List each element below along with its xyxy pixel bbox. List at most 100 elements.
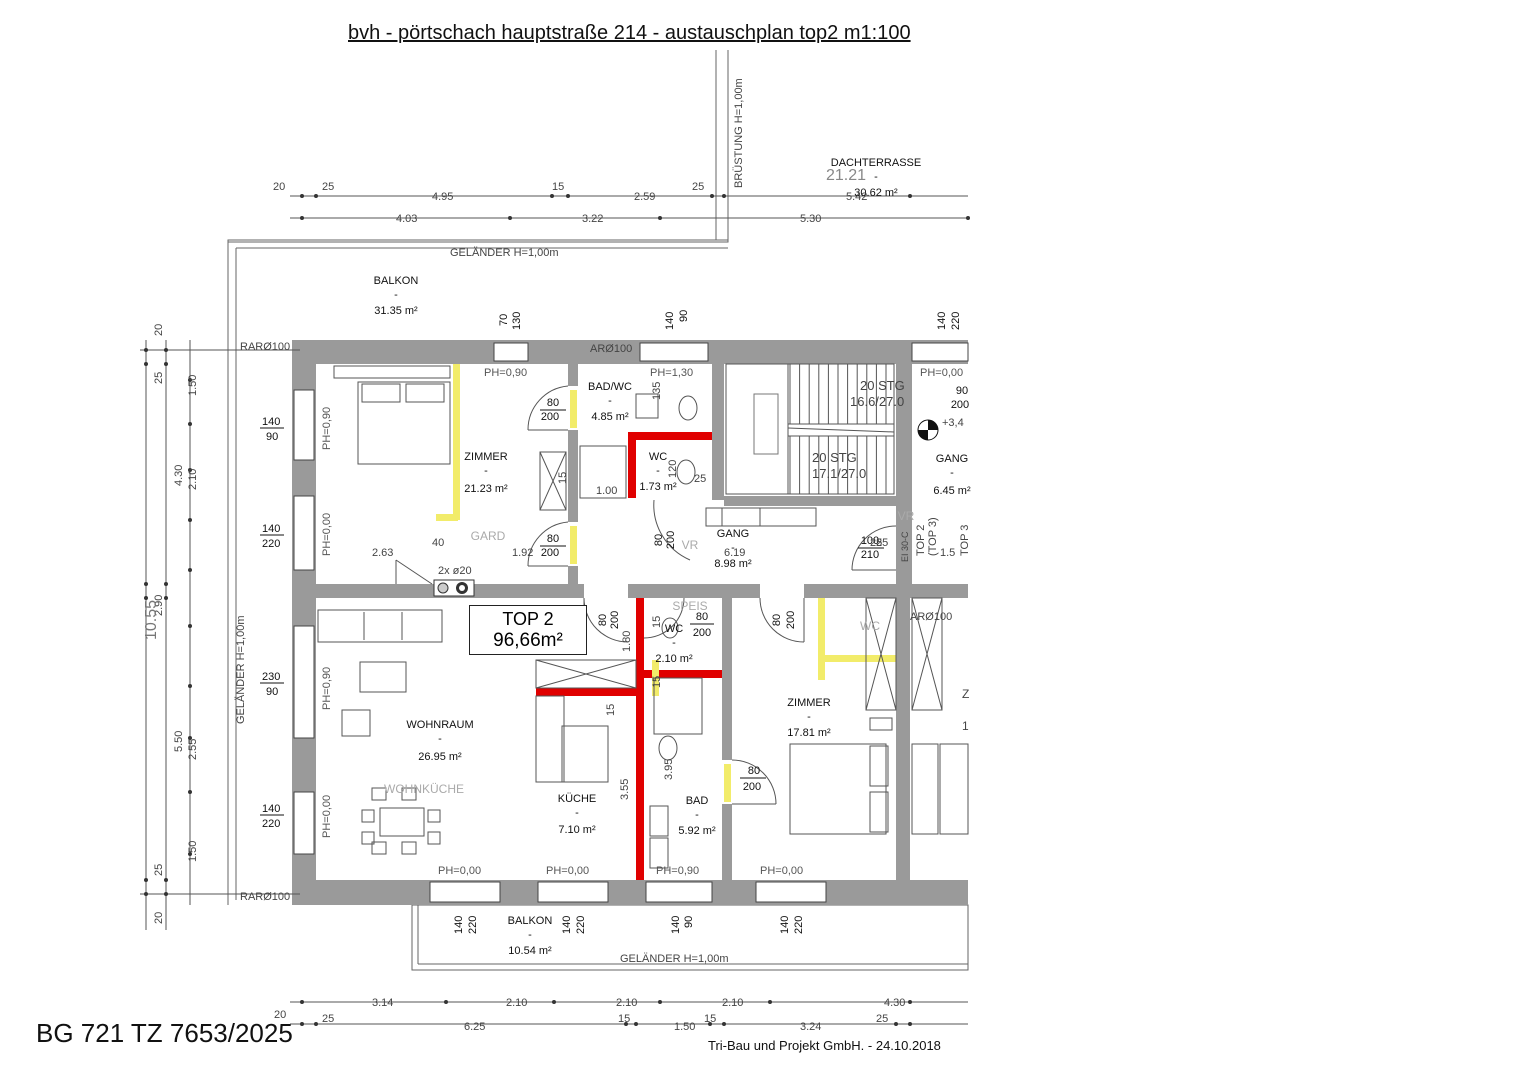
dimension-tick [188,468,192,472]
dimension-tick [658,1000,662,1004]
svg-text:WC: WC [860,619,880,633]
svg-text:RARØ100: RARØ100 [240,891,290,903]
svg-text:3.14: 3.14 [372,997,393,1009]
room-name: BAD [686,795,709,807]
svg-text:20 STG: 20 STG [860,378,905,393]
dimension-tick [768,1000,772,1004]
svg-text:25: 25 [876,1013,888,1025]
svg-text:17.81 m²: 17.81 m² [787,727,831,739]
svg-text:-: - [672,637,676,649]
svg-text:15: 15 [651,676,663,688]
svg-text:120: 120 [667,460,679,478]
svg-text:31.35 m²: 31.35 m² [374,305,418,317]
dimension-tick [908,194,912,198]
svg-text:6.19: 6.19 [724,547,745,559]
dimension-tick [164,892,168,896]
svg-text:140: 140 [664,312,676,330]
svg-text:210: 210 [861,549,879,561]
svg-text:2.90: 2.90 [153,595,165,616]
svg-text:-: - [438,733,442,745]
svg-text:15: 15 [552,181,564,193]
dimension-tick [624,1022,628,1026]
dimension-tick [300,194,304,198]
svg-text:3.24: 3.24 [800,1021,821,1033]
svg-text:140: 140 [262,416,280,428]
svg-text:PH=0,00: PH=0,00 [920,367,963,379]
svg-text:80: 80 [597,614,609,626]
svg-text:1: 1 [962,719,969,733]
svg-text:17.1/27.0: 17.1/27.0 [812,466,866,481]
svg-text:2.63: 2.63 [372,547,393,559]
svg-text:-: - [874,171,878,183]
dimension-tick [908,1022,912,1026]
svg-text:220: 220 [262,538,280,550]
svg-text:(TOP 3): (TOP 3) [927,517,939,556]
svg-text:200: 200 [609,611,621,629]
annotations: GELÄNDER H=1,00m GELÄNDER H=1,00m RARØ10… [235,78,971,965]
svg-text:90: 90 [683,916,695,928]
svg-text:16.6/27.0: 16.6/27.0 [850,394,904,409]
svg-text:25: 25 [153,372,165,384]
dimension-tick [188,736,192,740]
svg-text:140: 140 [670,916,682,934]
svg-text:RARØ100: RARØ100 [240,341,290,353]
dimension-tick [144,878,148,882]
svg-text:15: 15 [557,472,569,484]
svg-text:140: 140 [262,803,280,815]
svg-text:2.10: 2.10 [616,997,637,1009]
page-title: bvh - pörtschach hauptstraße 214 - austa… [348,22,911,44]
dimension-ticks [144,194,970,1026]
chimney [433,579,475,597]
dimension-tick [144,596,148,600]
room-name: GANG [717,528,749,540]
dimension-tick [300,1000,304,1004]
dimension-tick [444,1000,448,1004]
dimension-tick [188,684,192,688]
svg-text:26.95 m²: 26.95 m² [418,751,462,763]
svg-text:EI 30-C: EI 30-C [900,531,910,562]
svg-text:PH=1,30: PH=1,30 [650,367,693,379]
svg-text:90: 90 [266,431,278,443]
svg-text:1.00: 1.00 [596,485,617,497]
svg-text:2x ø20: 2x ø20 [438,565,472,577]
room-name: BAD/WC [588,381,632,393]
svg-text:Z: Z [962,687,969,701]
svg-text:-: - [528,929,532,941]
svg-text:21.23 m²: 21.23 m² [464,483,508,495]
svg-text:200: 200 [665,531,677,549]
svg-text:-: - [950,467,954,479]
room-name: GANG [936,453,968,465]
svg-text:20: 20 [274,1009,286,1021]
dimension-tick [314,194,318,198]
dimension-tick [164,362,168,366]
svg-text:100: 100 [861,535,879,547]
svg-text:BRÜSTUNG H=1,00m: BRÜSTUNG H=1,00m [733,78,745,188]
dimension-tick [164,582,168,586]
svg-text:25: 25 [694,473,706,485]
dimension-tick [550,194,554,198]
dimension-tick [894,1022,898,1026]
dimension-tick [144,582,148,586]
svg-text:80: 80 [696,611,708,623]
svg-text:ARØ100: ARØ100 [590,343,632,355]
svg-text:20: 20 [273,181,285,193]
svg-text:25: 25 [153,864,165,876]
svg-text:5.50: 5.50 [173,731,185,752]
svg-text:PH=0,00: PH=0,00 [546,865,589,877]
dimension-tick [188,624,192,628]
svg-text:25: 25 [870,537,882,549]
svg-text:8.98 m²: 8.98 m² [714,558,752,570]
svg-text:1.5: 1.5 [940,547,955,559]
svg-text:90: 90 [956,385,968,397]
svg-text:2.10: 2.10 [722,997,743,1009]
svg-text:1.50: 1.50 [187,841,199,862]
room-name: WOHNRAUM [406,719,473,731]
dimension-tick [722,194,726,198]
svg-text:1.80: 1.80 [621,631,633,652]
svg-text:PH=0,90: PH=0,90 [321,407,333,450]
dimension-tick [658,216,662,220]
room-name: KÜCHE [558,793,597,805]
